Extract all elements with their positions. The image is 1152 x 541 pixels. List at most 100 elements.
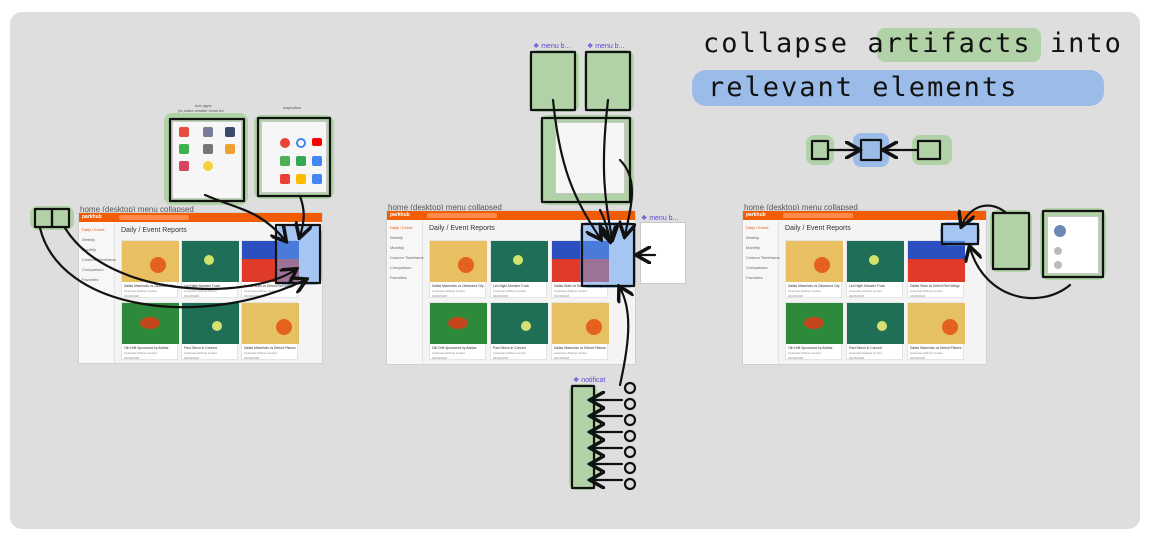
card-title: Led Night Monster Truck [493, 284, 529, 288]
headline-highlight-green [877, 28, 1041, 62]
sidebar-item-monthly[interactable]: Monthly [390, 245, 405, 250]
card-venue: American Airlines Center [788, 351, 822, 355]
legend-element-center [853, 133, 889, 167]
app-icon [296, 174, 306, 184]
sidebar-item-monthly[interactable]: Monthly [82, 247, 97, 252]
card-venue: American Airlines Center [432, 289, 466, 293]
avatar [1054, 225, 1066, 237]
card-title: Paul Simon in Concert [493, 346, 526, 350]
card-date: 04/26/2018 [849, 294, 865, 298]
card-date: 04/26/2018 [554, 294, 570, 298]
frame-title-2: home (desktop) menu collapsed [388, 203, 502, 212]
card-title: Dallas Mavericks vs Oklahoma City [788, 284, 840, 288]
card-title: Dallas Mavericks vs Detroit Pistons [244, 346, 296, 350]
headline-highlight-blue [692, 70, 1104, 106]
card-date: 04/26/2018 [554, 356, 570, 360]
card-title: Dallas Stars vs Detroit Red Wings [554, 284, 604, 288]
sidebar-item-weekly[interactable]: Weekly [746, 235, 760, 240]
sidebar-item-custom[interactable]: Custom Timeframe [390, 255, 424, 260]
card-title: Dallas Mavericks vs Detroit Pistons [910, 346, 962, 350]
sidebar-item-weekly[interactable]: Weekly [390, 235, 404, 240]
card-date: 04/26/2018 [244, 356, 260, 360]
app-topbar: parkhub [743, 211, 986, 220]
search-input[interactable] [783, 213, 853, 218]
card-venue: American Airlines Center [493, 351, 527, 355]
menu-b-label-1: ❖ menu b... [533, 43, 571, 50]
play-icon [296, 156, 306, 166]
headline-line-1: collapse artifacts into [703, 28, 1123, 59]
inspiration-label: inspiration [283, 105, 302, 110]
youtube-icon [312, 138, 322, 146]
app-icon [179, 144, 189, 154]
notification-highlight [569, 384, 597, 490]
basketball-image [430, 241, 487, 282]
avatar [1054, 261, 1062, 269]
mockup-frame-2[interactable]: parkhub Daily / Event Weekly Monthly Cus… [386, 210, 636, 365]
frame-title-3: home (desktop) menu collapsed [744, 203, 858, 212]
app-icon [179, 127, 189, 137]
sidebar-item-comparison[interactable]: Comparison [390, 265, 412, 270]
sidebar-item-daily[interactable]: Daily / Event [390, 225, 413, 230]
card-venue: American Airlines Center [910, 289, 944, 293]
sidebar-item-comparison[interactable]: Comparison [82, 267, 104, 272]
headline-word-into: into [1031, 28, 1123, 59]
hub-apps-label: hub apps [195, 103, 212, 108]
sidebar-item-custom[interactable]: Custom Timeframe [82, 257, 116, 262]
card-date: 04/26/2018 [432, 356, 448, 360]
card-venue: American Airlines Center [849, 351, 883, 355]
card-title: Oth Drift Sponsored by Adidas [432, 346, 477, 350]
avatar [1054, 247, 1062, 255]
menu-expanded-panel [555, 122, 625, 194]
card-date: 04/26/2018 [432, 294, 448, 298]
card-venue: American Airlines Center [184, 351, 218, 355]
notification-label: ❖ notificat [573, 377, 606, 384]
sidebar-item-favorites[interactable]: Favorites [746, 275, 763, 280]
card-date: 04/26/2018 [184, 356, 200, 360]
sidebar-item-daily[interactable]: Daily / Event [82, 227, 105, 232]
app-icon [280, 138, 290, 148]
card-date: 04/26/2018 [849, 356, 865, 360]
croquet-image [847, 241, 904, 282]
card-venue: American Airlines Center [788, 289, 822, 293]
google-icon [296, 138, 306, 148]
card-venue: American Airlines Center [124, 289, 158, 293]
card-date: 04/26/2018 [788, 294, 804, 298]
menu-b-highlight-1 [529, 50, 579, 112]
sidebar-item-favorites[interactable]: Favorites [390, 275, 407, 280]
football-image [122, 303, 179, 344]
search-input[interactable] [427, 213, 497, 218]
frame-title-1: home (desktop) menu collapsed [80, 205, 194, 214]
search-input[interactable] [119, 215, 189, 220]
card-title: Dallas Mavericks vs Oklahoma City [432, 284, 484, 288]
profile-menu-highlight-1 [990, 210, 1032, 272]
sidebar-item-custom[interactable]: Custom Timeframe [746, 255, 780, 260]
collapsed-artifact-highlight [30, 206, 74, 230]
app-icon [179, 161, 189, 171]
sidebar-item-monthly[interactable]: Monthly [746, 245, 761, 250]
card-date: 04/26/2018 [910, 294, 926, 298]
basketball-image-2 [908, 303, 965, 344]
sidebar-item-weekly[interactable]: Weekly [82, 237, 96, 242]
football-image [430, 303, 487, 344]
sidebar-item-daily[interactable]: Daily / Event [746, 225, 769, 230]
card-title: Dallas Stars vs Detroit Red Wings [910, 284, 960, 288]
sidebar-item-favorites[interactable]: Favorites [82, 277, 99, 282]
sidebar-item-comparison[interactable]: Comparison [746, 265, 768, 270]
card-venue: American Airlines Center [910, 351, 944, 355]
